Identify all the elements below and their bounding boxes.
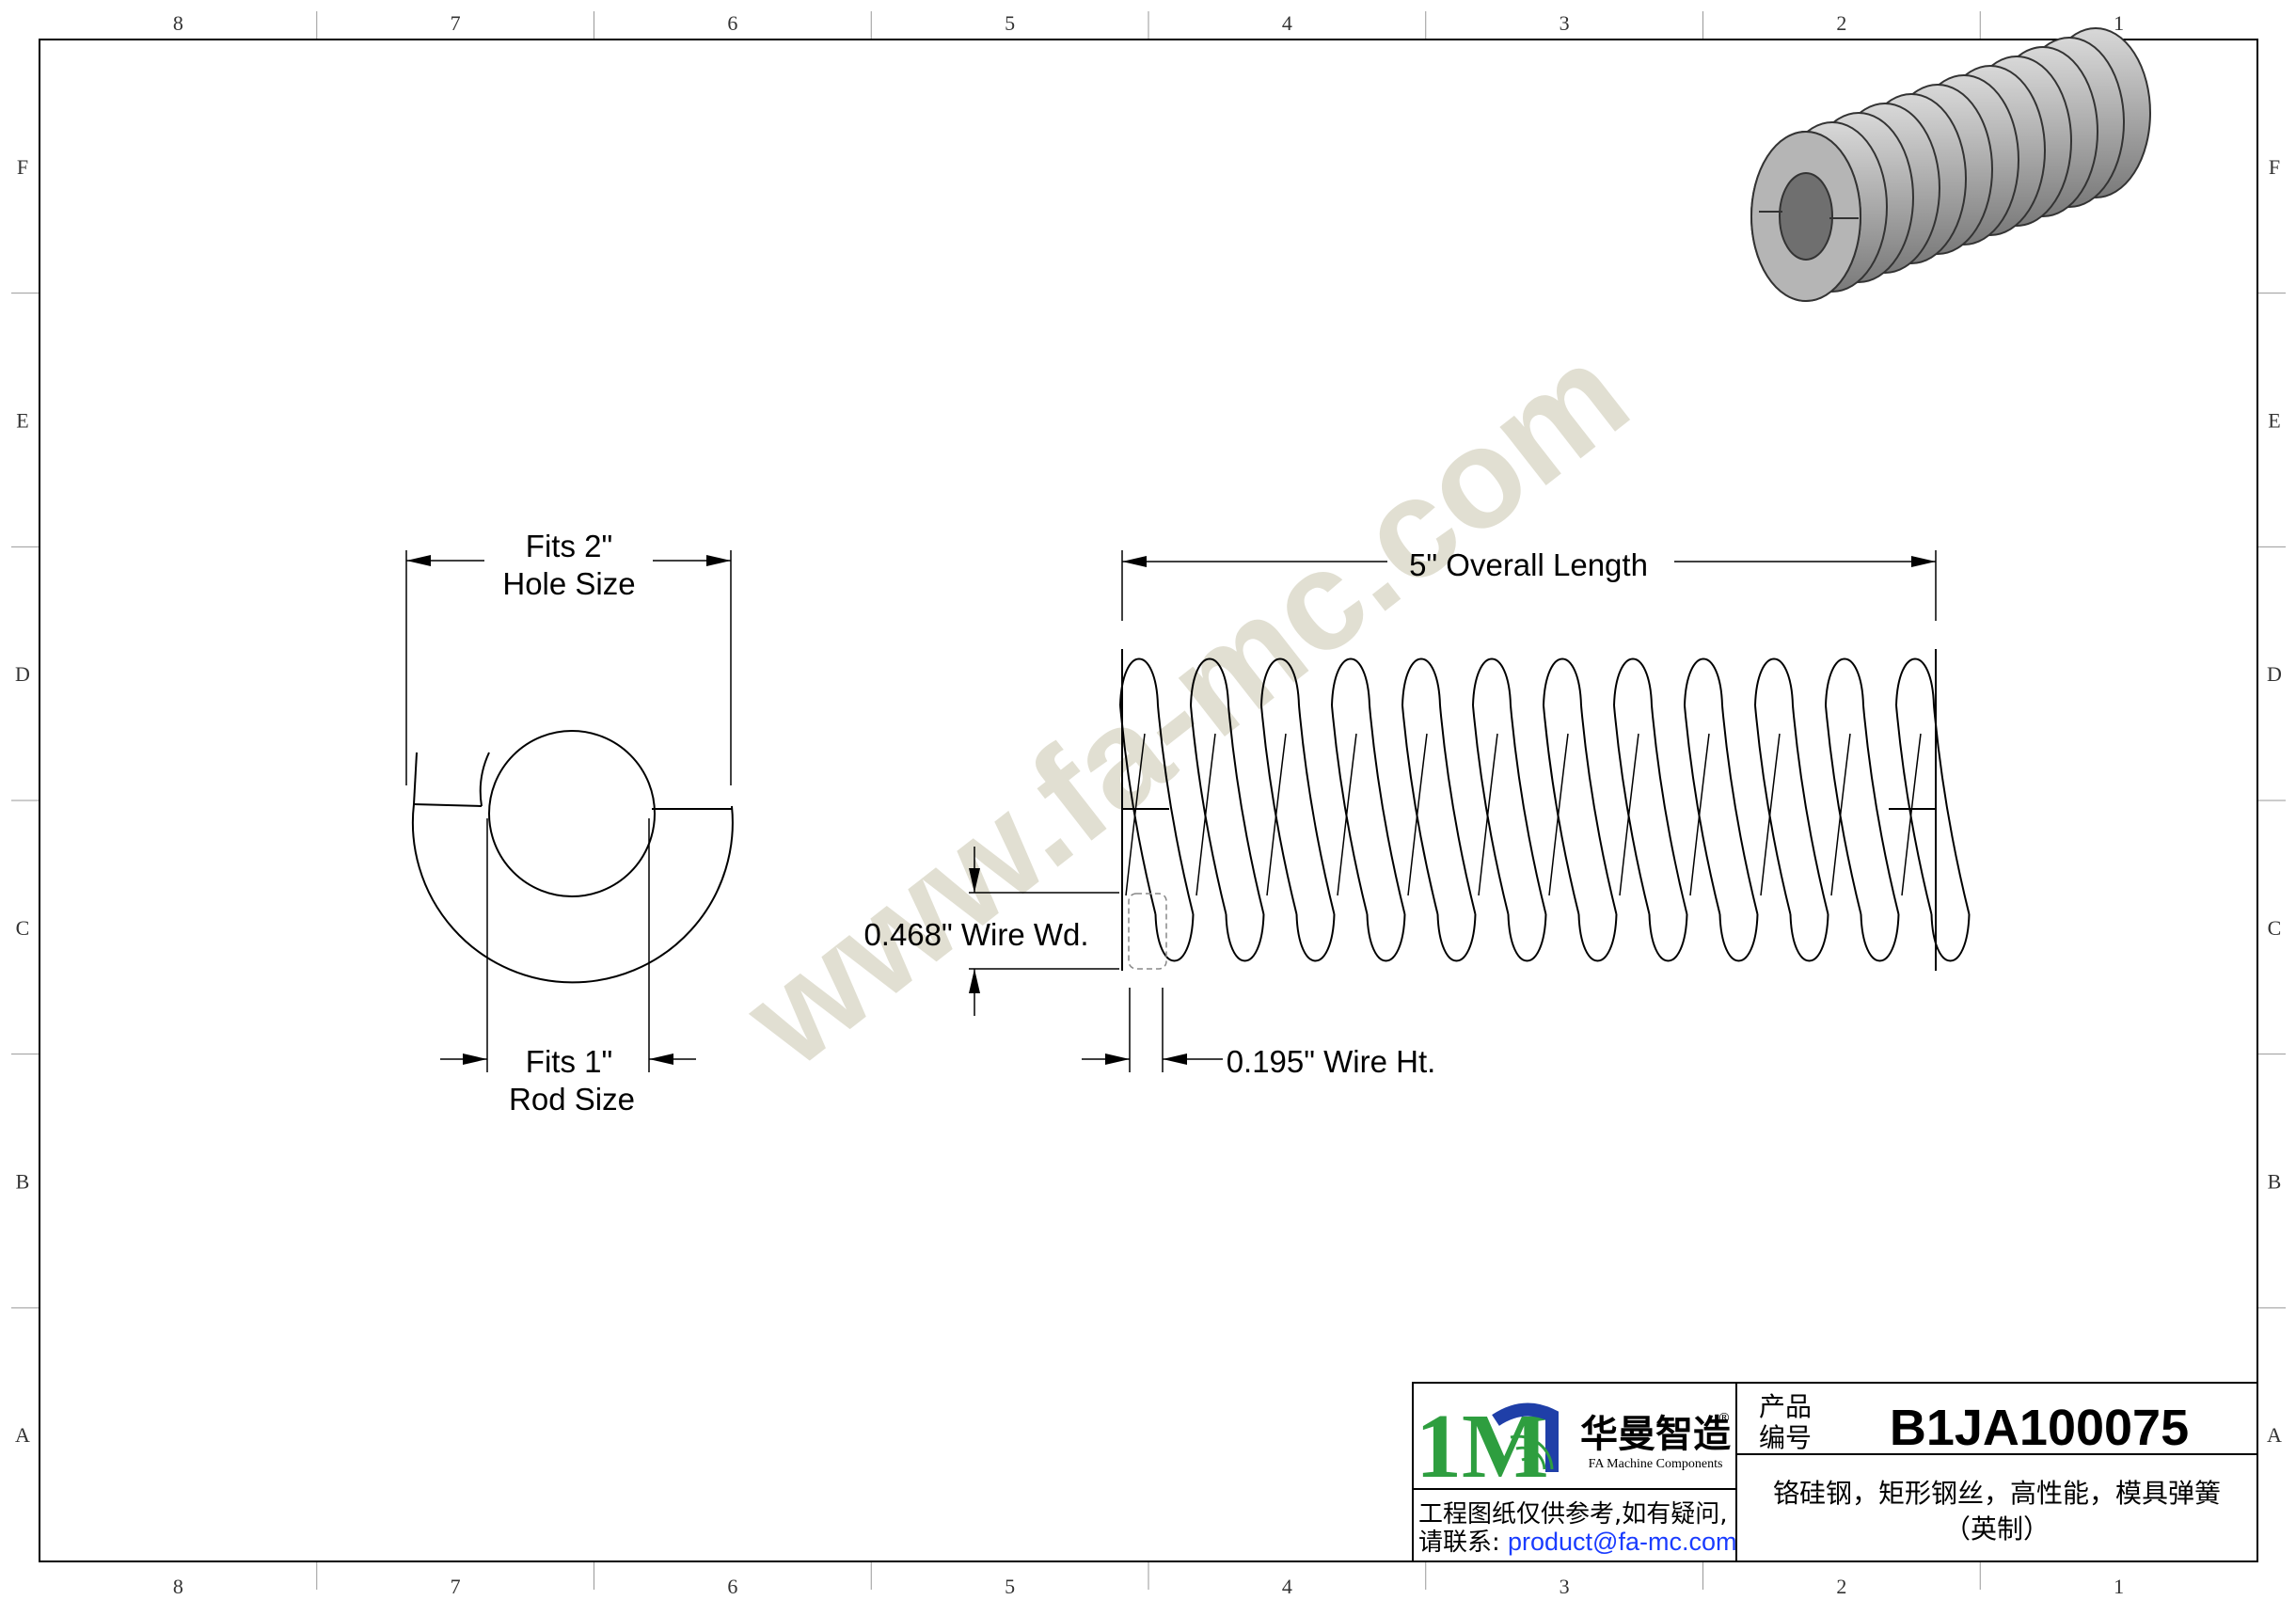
- zone-column-label: 8: [173, 11, 183, 35]
- product-description-unit: （英制）: [1944, 1513, 2050, 1545]
- outer-circle-outline: [411, 803, 734, 984]
- zone-row-label: A: [2267, 1423, 2282, 1447]
- rod-size-label-line1: Fits 1": [526, 1044, 612, 1079]
- product-number: B1JA100075: [1890, 1400, 2189, 1456]
- side-view-dimensions: [969, 550, 1937, 1072]
- hole-size-label-line2: Hole Size: [502, 566, 635, 601]
- zone-row-label: B: [2268, 1170, 2282, 1194]
- contact-email: product@fa-mc.com: [1508, 1528, 1736, 1556]
- wire-width-label: 0.468" Wire Wd.: [863, 917, 1088, 952]
- company-logo: 1M: [1416, 1396, 1559, 1497]
- zone-column-label: 1: [2114, 1575, 2124, 1598]
- spring-3d-view: [1750, 27, 2151, 302]
- overall-length-label: 5" Overall Length: [1409, 547, 1648, 582]
- zone-row-label: D: [2267, 662, 2282, 686]
- zone-column-label: 2: [1836, 11, 1846, 35]
- zone-column-label: 4: [1282, 1575, 1292, 1598]
- zone-row-label: F: [17, 155, 28, 179]
- zone-row-label: C: [16, 916, 30, 940]
- title-block: [1412, 1382, 2258, 1562]
- zone-column-label: 7: [451, 11, 461, 35]
- watermark: www.fa-mc.com: [715, 313, 1655, 1097]
- zone-row-label: D: [15, 662, 30, 686]
- zone-column-label: 1: [2114, 11, 2124, 35]
- product-no-label-line1: 产品: [1759, 1391, 1812, 1422]
- zone-column-label: 4: [1282, 11, 1292, 35]
- zone-row-label: F: [2269, 155, 2280, 179]
- hole-size-label-line1: Fits 2": [526, 529, 612, 563]
- zone-column-label: 7: [451, 1575, 461, 1598]
- product-no-label-line2: 编号: [1759, 1422, 1812, 1453]
- spring-side-view: [1119, 649, 1971, 971]
- contact-label: 请联系:: [1418, 1529, 1500, 1557]
- registered-mark: ®: [1718, 1411, 1731, 1426]
- disclaimer-text: 工程图纸仅供参考,如有疑问,: [1418, 1500, 1728, 1529]
- wire-height-label: 0.195" Wire Ht.: [1227, 1044, 1436, 1079]
- zone-column-label: 5: [1005, 1575, 1015, 1598]
- zone-row-label: E: [2268, 409, 2280, 433]
- product-description: 铬硅钢，矩形钢丝，高性能，模具弹簧: [1773, 1478, 2221, 1509]
- zone-column-label: 2: [1836, 1575, 1846, 1598]
- zone-column-label: 5: [1005, 11, 1015, 35]
- zone-column-label: 6: [727, 11, 737, 35]
- zone-row-label: A: [15, 1423, 30, 1447]
- inner-bore-circle: [488, 730, 656, 897]
- zone-column-label: 8: [173, 1575, 183, 1598]
- rod-size-label-line2: Rod Size: [509, 1082, 635, 1117]
- brand-name-cn: 华曼智造: [1580, 1413, 1731, 1456]
- brand-name-en: FA Machine Components: [1589, 1457, 1723, 1471]
- zone-row-label: E: [16, 409, 28, 433]
- drawing-frame: [39, 39, 2258, 1562]
- zone-column-label: 3: [1560, 1575, 1570, 1598]
- zone-row-label: C: [2268, 916, 2282, 940]
- zone-row-label: B: [16, 1170, 30, 1194]
- zone-ticks: [11, 11, 2286, 1590]
- zone-column-label: 3: [1560, 11, 1570, 35]
- spring-end-view: [405, 550, 734, 1072]
- zone-column-label: 6: [727, 1575, 737, 1598]
